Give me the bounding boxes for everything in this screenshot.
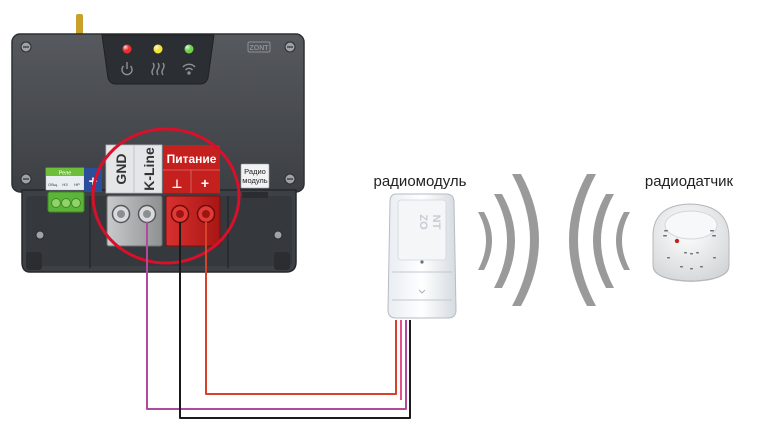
relay-pin-label: НЗ xyxy=(62,182,68,187)
gnd-label: GND xyxy=(113,153,129,184)
radio-label-plate xyxy=(240,163,270,189)
wire-kline xyxy=(146,222,407,410)
radiomodule-logo-bottom: NT xyxy=(430,215,442,230)
relay-label: Реле xyxy=(59,171,72,177)
wave-out-2 xyxy=(494,194,515,288)
brand-mark: ZONT xyxy=(249,45,269,52)
screws xyxy=(20,41,296,240)
radiomodule-label: радиомодуль xyxy=(374,173,467,190)
controller: ZONT Реле Общ. НЗ НР + xyxy=(11,14,305,273)
wave-out-1 xyxy=(478,212,492,270)
relay-pin-label: Общ. xyxy=(48,182,58,187)
wire-power-plus xyxy=(205,222,397,395)
wave-in-2 xyxy=(593,194,614,288)
foot-right xyxy=(274,252,290,270)
relay-pin-label: НР xyxy=(74,182,80,187)
power-label-plate xyxy=(163,145,220,193)
sensor-label: радиодатчик xyxy=(645,173,734,190)
brand-badge xyxy=(247,41,271,53)
relay-terminal[interactable] xyxy=(61,198,71,208)
power-plus-symbol: + xyxy=(201,175,209,191)
foot-left xyxy=(26,252,42,270)
power-minus-symbol: ⊥ xyxy=(172,177,183,191)
heater-icon xyxy=(151,62,165,76)
wire-gnd xyxy=(179,222,411,419)
relay-terminal[interactable] xyxy=(51,198,61,208)
sensor-vents xyxy=(663,230,716,270)
radio-port xyxy=(242,192,268,198)
wifi-icon xyxy=(182,63,196,75)
radiomodule: ZO NT xyxy=(387,193,457,319)
indicator-panel xyxy=(101,34,215,85)
radio-sensor xyxy=(652,203,730,282)
wave-in-3 xyxy=(569,174,596,306)
highlight-ring xyxy=(91,127,241,265)
screw-icon xyxy=(273,230,283,240)
wave-out-3 xyxy=(512,174,539,306)
radio-waves xyxy=(478,174,630,306)
radiomodule-logo-top: ZO xyxy=(417,214,429,230)
sensor-led xyxy=(674,238,680,244)
radio-label-line2: модуль xyxy=(242,176,268,185)
antenna xyxy=(76,14,83,36)
relay-terminal[interactable] xyxy=(71,198,81,208)
radiomodule-led xyxy=(420,260,424,264)
status-leds xyxy=(122,44,194,54)
power-label: Питание xyxy=(167,152,217,166)
screw-icon xyxy=(35,230,45,240)
kline-label: K-Line xyxy=(141,147,157,191)
power-icon xyxy=(121,62,133,76)
wires xyxy=(146,222,411,419)
wave-in-1 xyxy=(616,212,630,270)
radio-label-line1: Радио xyxy=(244,167,266,176)
